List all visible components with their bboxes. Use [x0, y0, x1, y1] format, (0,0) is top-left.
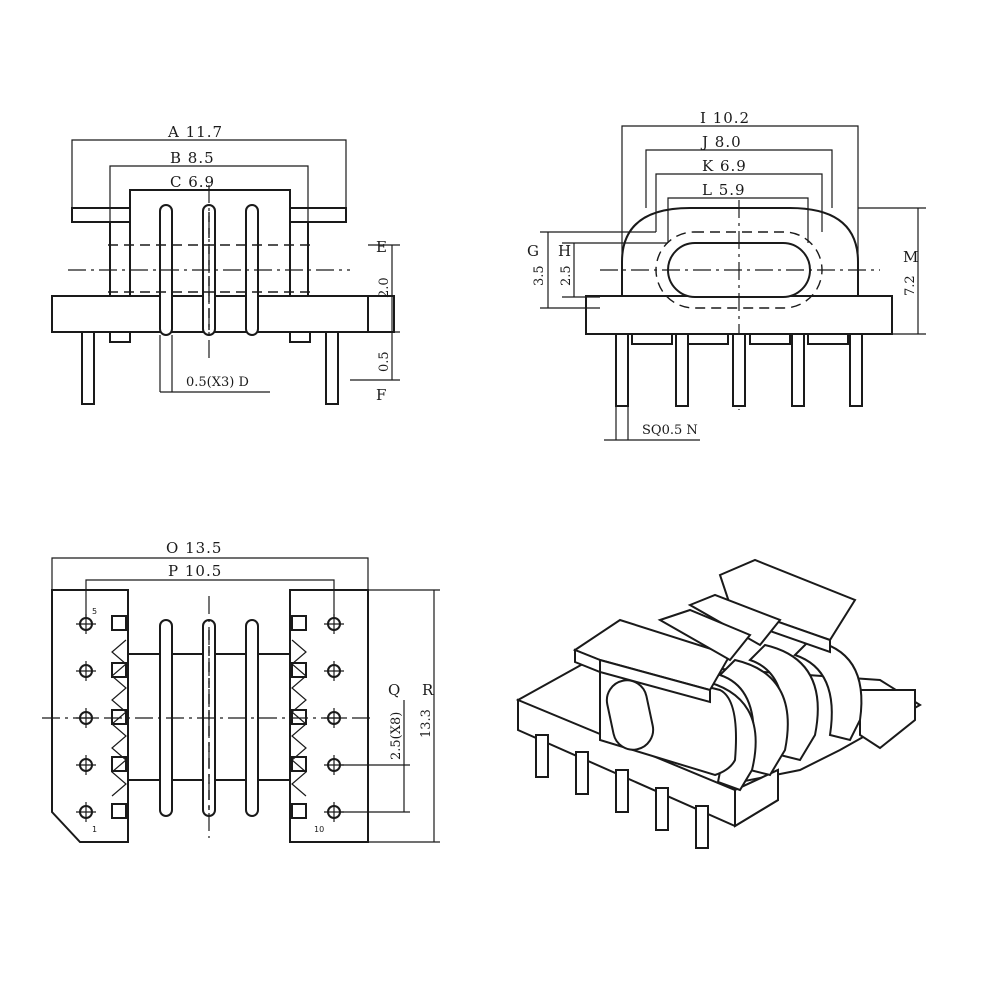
dim-N: SQ0.5 N: [642, 423, 698, 438]
top-left-flange: [51, 589, 129, 843]
isometric-view: [515, 558, 922, 849]
dim-M-letter: M: [903, 248, 919, 266]
dim-L: L 5.9: [702, 181, 746, 199]
dim-D: 0.5(X3) D: [186, 375, 249, 390]
iso-step: [859, 689, 916, 750]
dim-C: C 6.9: [170, 173, 215, 191]
dim-R-value: 13.3: [419, 709, 434, 738]
dim-Q-letter: Q: [388, 681, 401, 699]
iso-core-oval: [605, 679, 655, 751]
top-view: 5 1 10 O 13.5 P 10.5 Q 2.5(X8) R 13.3: [42, 539, 440, 843]
front-base-step: [367, 295, 395, 333]
top-right-tabs: [291, 615, 307, 819]
dim-G-value: 3.5: [532, 265, 547, 286]
front-pin-left: [81, 331, 95, 405]
dim-A: A 11.7: [167, 123, 223, 141]
iso-top-bar-face: [599, 658, 711, 704]
iso-base-side: [734, 768, 779, 828]
iso-rib-4: [793, 638, 863, 742]
dim-P: P 10.5: [168, 562, 222, 580]
dim-O: O 13.5: [166, 539, 222, 557]
dim-H-value: 2.5: [559, 265, 574, 286]
dim-K: K 6.9: [702, 157, 747, 175]
dim-Q-value: 2.5(X8): [389, 712, 404, 760]
iso-top-bar-mid2: [657, 608, 752, 662]
dim-M-value: 7.2: [903, 275, 918, 296]
front-foot-left: [109, 331, 131, 343]
dim-F-value: 0.5: [377, 351, 392, 372]
dim-B: B 8.5: [170, 149, 215, 167]
front-pin-right: [325, 331, 339, 405]
front-foot-right: [289, 331, 311, 343]
side-tab-4: [807, 333, 849, 345]
side-pin-2: [675, 333, 689, 407]
side-view: I 10.2 J 8.0 K 6.9 L 5.9 G 3.5 H 2.5 M 7…: [527, 109, 926, 441]
side-pin-4: [791, 333, 805, 407]
side-pin-3: [732, 333, 746, 407]
iso-rib-2: [718, 658, 789, 777]
side-tab-1: [631, 333, 673, 345]
dim-H-letter: H: [558, 242, 572, 260]
dim-E-value: 2.0: [377, 277, 392, 298]
side-tab-3: [749, 333, 791, 345]
pin-number-top: 5: [92, 607, 97, 616]
top-left-pins: [76, 614, 96, 822]
dim-J: J 8.0: [700, 133, 742, 151]
pin-number-first: 1: [92, 825, 97, 834]
dim-G-letter: G: [527, 242, 540, 260]
dim-F-letter: F: [376, 386, 387, 404]
side-pin-5: [849, 333, 863, 407]
top-left-tabs: [111, 615, 127, 819]
dim-E-letter: E: [376, 238, 388, 256]
pin-number-last: 10: [314, 825, 324, 834]
dim-I: I 10.2: [700, 109, 750, 127]
side-pin-1: [615, 333, 629, 407]
dim-R-letter: R: [422, 681, 434, 699]
front-view: A 11.7 B 8.5 C 6.9 0.5(X3) D E 2.0 F 0.5: [51, 123, 400, 405]
iso-pins: [535, 734, 709, 849]
side-tab-2: [687, 333, 729, 345]
